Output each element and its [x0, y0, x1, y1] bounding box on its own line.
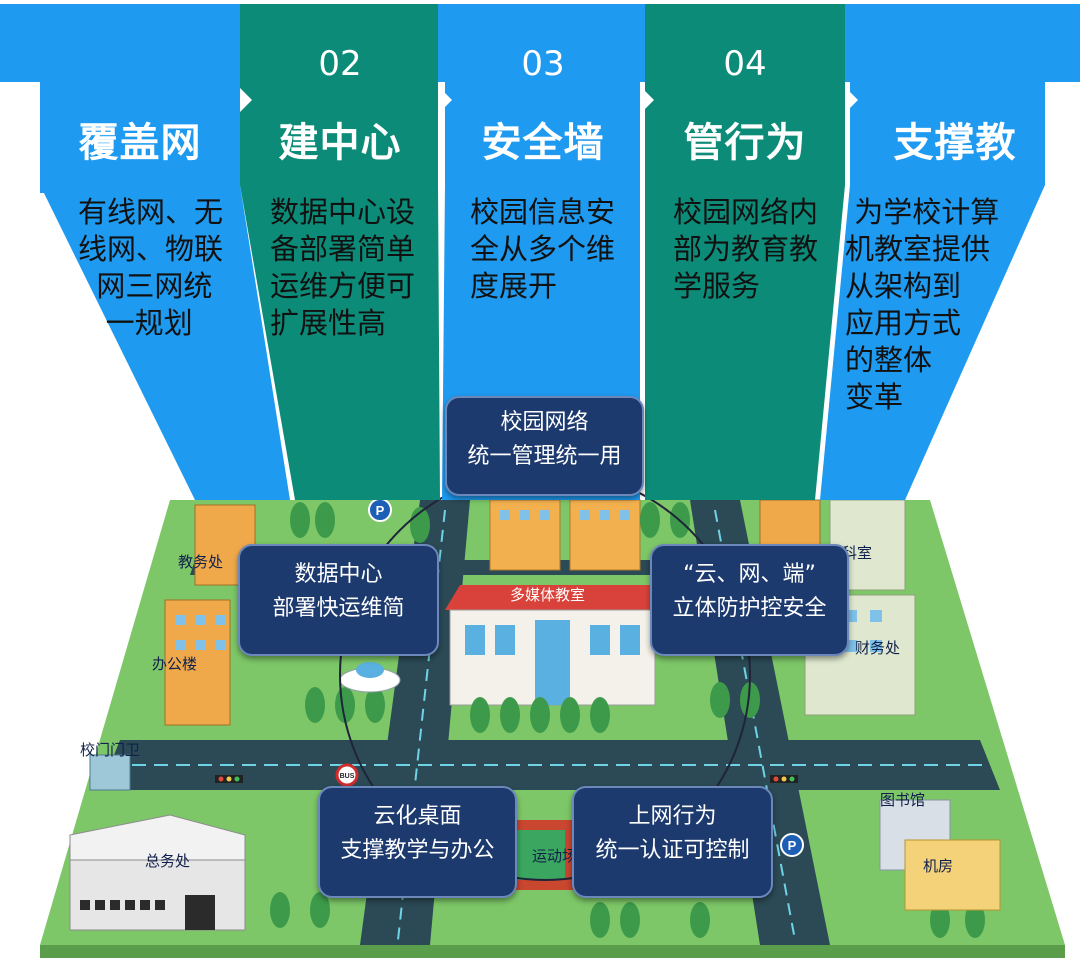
- label-multimedia-classroom: 多媒体教室: [510, 586, 586, 604]
- funnel-2: [240, 4, 440, 500]
- column-4-number: 04: [723, 44, 767, 84]
- column-1-title: 覆盖网: [78, 120, 202, 166]
- column-4-title: 管行为: [683, 120, 807, 166]
- column-3-number: 03: [521, 44, 565, 84]
- column-2-number: 02: [318, 44, 362, 84]
- parking-text-2: P: [788, 838, 797, 853]
- general-affairs-building: [69, 859, 246, 931]
- badge-security: “云、网、端” 立体防护控安全: [650, 544, 849, 656]
- bus-sign: [335, 763, 359, 787]
- badge-internet-behavior-line1: 上网行为: [628, 804, 717, 829]
- column-3-title: 安全墙: [481, 120, 605, 166]
- label-sports-field: 运动场: [532, 847, 578, 865]
- label-general-affairs: 总务处: [145, 852, 191, 870]
- badge-data-center-line1: 数据中心: [294, 562, 383, 587]
- parking-text-1: P: [376, 503, 385, 518]
- school-gate-booth: [89, 754, 131, 791]
- bus-sign-text: BUS: [340, 773, 355, 780]
- label-office-building: 办公楼: [152, 655, 198, 673]
- label-school-gate: 校门门卫: [80, 741, 141, 759]
- label-library: 图书馆: [880, 791, 926, 809]
- general-affairs-roof: [69, 814, 246, 861]
- badge-internet-behavior: 上网行为 统一认证可控制: [572, 786, 773, 898]
- parking-sign-2: [780, 833, 804, 857]
- column-5-description: 为学校计算 机教室提供 从架构到 应用方式 的整体 变革: [845, 195, 1000, 414]
- badge-cloud-desktop: 云化桌面 支撑教学与办公: [318, 786, 517, 898]
- funnel-3: [442, 4, 640, 500]
- column-3-description: 校园信息安 全从多个维 度展开: [470, 195, 616, 303]
- column-2-title: 建中心: [278, 120, 402, 166]
- badge-campus-network-line1: 校园网络: [500, 410, 589, 435]
- label-finance-office: 财务处: [855, 639, 901, 657]
- column-4-description: 校园网络内 部为教育教 学服务: [673, 195, 819, 303]
- label-academic-office: 教务处: [178, 553, 224, 571]
- funnel-5: [820, 4, 1045, 500]
- column-5-title: 支撑教: [893, 120, 1017, 166]
- funnel-4: [645, 4, 845, 500]
- badge-internet-behavior-line2: 统一认证可控制: [595, 838, 750, 863]
- column-2-description: 数据中心设 备部署简单 运维方便可 扩展性高: [270, 195, 416, 340]
- badge-cloud-desktop-line1: 云化桌面: [373, 804, 462, 829]
- computer-room-building: [904, 839, 1001, 911]
- label-computer-room: 机房: [923, 857, 954, 875]
- badge-campus-network: 校园网络 统一管理统一用: [445, 396, 644, 496]
- badge-cloud-desktop-line2: 支撑教学与办公: [340, 838, 495, 863]
- badge-data-center-line2: 部署快运维简: [272, 596, 405, 621]
- multimedia-roof: [445, 585, 665, 610]
- label-science-room: 科室: [842, 544, 873, 562]
- badge-security-line1: “云、网、端”: [683, 562, 816, 587]
- badge-security-line2: 立体防护控安全: [672, 596, 827, 621]
- column-1-description: 有线网、无 线网、物联 网三网统 一规划: [78, 195, 224, 340]
- badge-data-center: 数据中心 部署快运维简: [238, 544, 439, 656]
- badge-campus-network-line2: 统一管理统一用: [467, 444, 622, 469]
